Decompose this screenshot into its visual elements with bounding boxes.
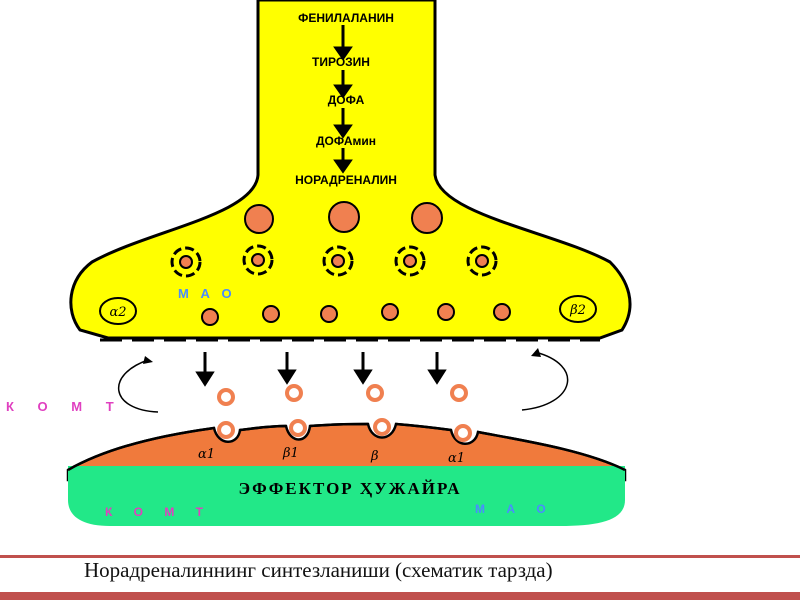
granular-vesicle bbox=[466, 245, 498, 277]
storage-vesicle bbox=[328, 201, 360, 233]
transmitter-molecule bbox=[366, 384, 384, 402]
pathway-arrow-head bbox=[333, 84, 353, 99]
komt-label-effector: К О М Т bbox=[105, 505, 212, 519]
autoreceptor-left: α2 bbox=[99, 297, 137, 325]
figure-caption: Норадреналиннинг синтезланиши (схематик … bbox=[84, 558, 553, 582]
released-transmitter bbox=[217, 384, 468, 406]
pathway-step-dopa: ДОФА bbox=[328, 93, 365, 107]
granular-vesicles bbox=[170, 244, 498, 278]
autoreceptor-right-label: β2 bbox=[569, 303, 586, 318]
pathway-step-dopamine: ДОФАмин bbox=[316, 134, 376, 148]
pathway: ФЕНИЛАЛАНИН ТИРОЗИН ДОФА ДОФАмин НОРАДРЕ… bbox=[295, 11, 397, 187]
release-arrow-head bbox=[195, 371, 215, 387]
pathway-arrow-head bbox=[333, 159, 353, 174]
granular-vesicle bbox=[242, 244, 274, 276]
small-vesicle bbox=[320, 305, 338, 323]
presynaptic-neuron bbox=[69, 0, 632, 340]
caption-divider bbox=[0, 555, 800, 558]
bound-molecule bbox=[217, 421, 235, 439]
small-vesicle bbox=[493, 303, 511, 321]
reuptake-arc-left-head bbox=[143, 356, 153, 364]
effector-cell-body bbox=[68, 466, 625, 526]
transmitter-molecule bbox=[285, 384, 303, 402]
reuptake-arc-left bbox=[118, 359, 159, 413]
storage-vesicle bbox=[411, 202, 443, 234]
small-vesicles bbox=[201, 303, 511, 326]
pathway-arrow-head bbox=[333, 46, 353, 61]
effector-title: ЭФФЕКТОР ҲУЖАЙРА bbox=[238, 479, 461, 498]
pathway-arrows bbox=[333, 25, 353, 174]
autoreceptor-right: β2 bbox=[559, 295, 597, 323]
bound-molecule bbox=[289, 419, 307, 437]
mao-label-effector: М А О bbox=[475, 502, 555, 516]
granular-vesicle bbox=[170, 246, 202, 278]
small-vesicle bbox=[381, 303, 399, 321]
pathway-step-tyrosine: ТИРОЗИН bbox=[312, 55, 370, 69]
small-vesicle bbox=[262, 305, 280, 323]
bound-transmitter bbox=[217, 418, 472, 442]
granular-vesicle bbox=[322, 245, 354, 277]
storage-vesicles bbox=[244, 201, 443, 234]
reuptake-arc-right-head bbox=[531, 348, 541, 357]
release-arrow-head bbox=[427, 369, 447, 385]
receptor-label: α1 bbox=[448, 451, 465, 466]
reuptake-arc-right bbox=[521, 351, 569, 411]
transmitter-molecule bbox=[217, 388, 235, 406]
small-vesicle bbox=[201, 308, 219, 326]
transmitter-molecule bbox=[450, 384, 468, 402]
autoreceptor-left-label: α2 bbox=[109, 305, 126, 320]
pathway-step-noradrenaline: НОРАДРЕНАЛИН bbox=[295, 173, 397, 187]
release-arrow-head bbox=[277, 369, 297, 385]
bound-molecule bbox=[454, 424, 472, 442]
release-arrows bbox=[195, 352, 447, 387]
mao-label-presynaptic: М А О bbox=[178, 286, 236, 301]
pathway-step-phenylalanine: ФЕНИЛАЛАНИН bbox=[298, 11, 394, 25]
receptor-label: β bbox=[370, 449, 379, 464]
komt-label-cleft: К О М Т bbox=[6, 399, 124, 414]
pathway-arrow-head bbox=[333, 124, 353, 139]
bound-molecule bbox=[373, 418, 391, 436]
effector-receptors: α1 β1 β α1 bbox=[198, 446, 465, 466]
receptor-label: β1 bbox=[282, 446, 299, 461]
effector-cell-upper-line bbox=[67, 422, 626, 472]
receptor-label: α1 bbox=[198, 447, 215, 462]
granular-vesicle bbox=[394, 245, 426, 277]
storage-vesicle bbox=[244, 204, 274, 234]
bottom-accent-strip bbox=[0, 592, 800, 600]
small-vesicle bbox=[437, 303, 455, 321]
release-arrow-head bbox=[353, 369, 373, 385]
